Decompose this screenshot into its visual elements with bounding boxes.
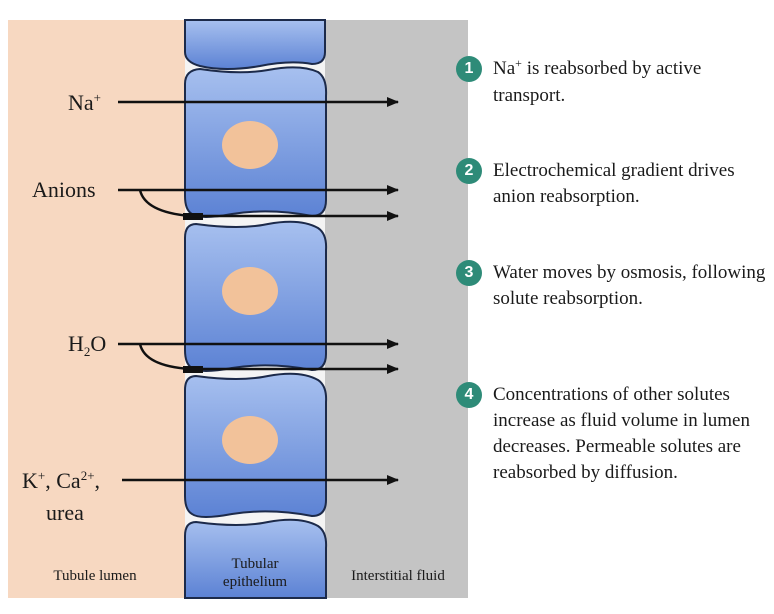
step-3-text: Water moves by osmosis, following solute… (493, 262, 766, 309)
epithelial-cell-bottom (184, 518, 328, 599)
step-2-text: Electrochemical gradient drives anion re… (493, 160, 735, 207)
label-anions: Anions (32, 177, 96, 202)
region-label-epithelium-line2: epithelium (222, 574, 288, 590)
step-1-text: Na+ is reabsorbed by active transport. (493, 56, 702, 106)
label-urea: urea (46, 500, 84, 525)
step-4-text: Concentrations of other solutes increase… (493, 384, 750, 483)
region-label-lumen: Tubule lumen (53, 568, 137, 584)
interstitial-fluid-region (325, 20, 468, 598)
cell-nucleus-1 (222, 121, 278, 169)
anion-arrow-paracellular (138, 189, 399, 221)
label-na: Na+ (68, 90, 101, 115)
cell-nucleus-3 (222, 416, 278, 464)
step-2-badge: 2 (456, 158, 482, 184)
epithelial-cell-top (184, 19, 326, 70)
region-label-epithelium-line1: Tubular (231, 556, 279, 572)
cell-nucleus-2 (222, 267, 278, 315)
step-4-badge: 4 (456, 382, 482, 408)
label-k-ca: K+, Ca2+, (22, 468, 101, 493)
tubule-lumen-region (8, 20, 185, 598)
water-arrow-paracellular (138, 343, 399, 374)
region-label-interstitial: Interstitial fluid (351, 568, 445, 584)
step-1-badge: 1 (456, 56, 482, 82)
label-h2o: H2O (68, 331, 107, 359)
step-3-badge: 3 (456, 260, 482, 286)
